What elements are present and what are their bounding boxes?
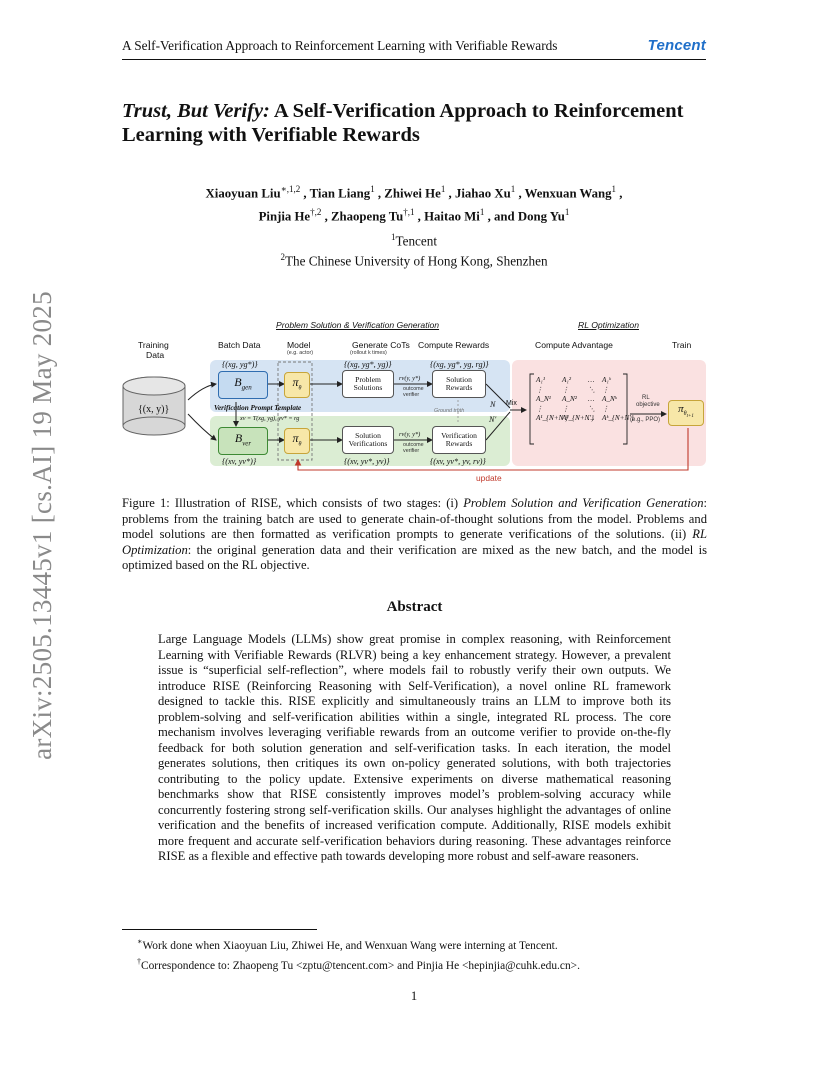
- n-prime-label: N′: [489, 415, 497, 424]
- paper-title: Trust, But Verify: A Self-Verification A…: [122, 99, 722, 147]
- author-name: Haitao Mi: [424, 209, 480, 224]
- outcome-verifier-ver: outcome: [403, 442, 424, 448]
- col-compute-advantage: Compute Advantage: [535, 340, 613, 350]
- author-name: Tian Liang: [309, 186, 371, 201]
- problem-solutions-box: Problem Solutions: [342, 370, 394, 398]
- running-head: A Self-Verification Approach to Reinforc…: [122, 37, 706, 54]
- stage1-title: Problem Solution & Verification Generati…: [276, 320, 440, 330]
- outcome-verifier-gen-2: verifier: [403, 392, 420, 398]
- solution-rewards-box: Solution Rewards: [432, 370, 486, 398]
- page-number: 1: [410, 989, 418, 1003]
- author-affil-mark: 1: [479, 207, 485, 218]
- col-training-data-2: Data: [146, 350, 165, 360]
- author-affil-mark: †,1: [403, 207, 415, 218]
- footnotes: ∗Work done when Xiaoyuan Liu, Zhiwei He,…: [137, 934, 707, 975]
- col-model: Model: [287, 340, 311, 350]
- figure-caption: Figure 1: Illustration of RISE, which co…: [122, 496, 707, 573]
- verifier-function-gen: rv(y, y*): [399, 375, 421, 382]
- author-name: Jiahao Xu: [454, 186, 511, 201]
- col-compute-rewards: Compute Rewards: [418, 340, 490, 350]
- batch-gen-set: {(xg, yg*)}: [222, 360, 258, 369]
- rl-objective-example: (e.g., PPO): [630, 417, 661, 423]
- ver-rewards-set: {(xv, yv*, yv, rv)}: [430, 457, 486, 466]
- policy-model-ver: πθ: [284, 428, 310, 454]
- batch-ver-set: {(xv, yv*)}: [222, 457, 257, 466]
- author-affil-mark: 1: [564, 207, 570, 218]
- gen-rewards-set: {(xg, yg*, yg, rg)}: [430, 360, 489, 369]
- author-name: Wenxuan Wang: [524, 186, 612, 201]
- author-line-2: Pinjia He†,2 , Zhaopeng Tu†,1 , Haitao M…: [258, 207, 570, 224]
- solution-verifications-box: Solution Verifications: [342, 426, 394, 454]
- rl-objective-label: RL: [642, 395, 650, 401]
- policy-model-gen: πθ: [284, 372, 310, 398]
- figure-1-rise-diagram: Problem Solution & Verification Generati…: [118, 318, 710, 490]
- col-batch-data: Batch Data: [218, 340, 261, 350]
- header-rule: [122, 59, 706, 61]
- footnote-1: ∗Work done when Xiaoyuan Liu, Zhiwei He,…: [137, 937, 558, 952]
- author-name: Xiaoyuan Liu: [205, 186, 281, 201]
- verification-prompt-formula: xv = T(xg, yg), yv* = rg: [240, 415, 300, 422]
- n-label: N: [490, 400, 496, 409]
- author-name: Zhiwei He: [384, 186, 441, 201]
- abstract-heading: Abstract: [386, 599, 443, 615]
- footnote-rule: [122, 929, 317, 930]
- mix-label: Mix: [506, 400, 517, 407]
- author-affil-mark: ∗,1,2: [280, 184, 301, 194]
- batch-ver-box: Bver: [218, 427, 268, 455]
- author-affil-mark: †,2: [310, 207, 322, 218]
- col-generate-cots: Generate CoTs: [352, 340, 410, 350]
- author-line-1: Xiaoyuan Liu∗,1,2 , Tian Liang1 , Zhiwei…: [205, 184, 623, 201]
- arxiv-identifier: arXiv:2505.13445v1 [cs.AI] 19 May 2025: [26, 290, 57, 760]
- abstract-body: Large Language Models (LLMs) show great …: [158, 632, 671, 863]
- author-name: Pinjia He: [258, 209, 311, 224]
- author-name: Zhaopeng Tu: [330, 209, 404, 224]
- rl-objective-label-2: objective: [636, 402, 660, 408]
- ground-truth-label: Ground truth: [434, 408, 465, 414]
- verification-rewards-box: Verification Rewards: [432, 426, 486, 454]
- col-training-data: Training: [138, 340, 169, 350]
- figure-connectors: [122, 361, 689, 471]
- author-affil-mark: 1: [440, 184, 446, 194]
- training-dataset-label: {(x, y)}: [138, 404, 170, 415]
- verification-prompt-template: Verification Prompt Template: [214, 404, 302, 412]
- col-train: Train: [672, 340, 692, 350]
- stage2-title: RL Optimization: [578, 320, 639, 330]
- author-affil-mark: 1: [370, 184, 375, 194]
- author-conjunction: and: [493, 209, 515, 224]
- affiliations: 1Tencent 2The Chinese University of Hong…: [140, 229, 688, 270]
- col-model-note: (e.g. actor): [287, 350, 314, 356]
- author-affil-mark: 1: [611, 184, 617, 194]
- author-name: Dong Yu: [517, 209, 565, 224]
- verifier-function-ver: rv(y, y*): [399, 431, 421, 438]
- title-main-part: A Self-Verification Approach to Reinforc…: [122, 100, 684, 146]
- batch-gen-box: Bgen: [218, 371, 268, 399]
- affiliation-1: 1Tencent: [390, 232, 438, 249]
- running-title: A Self-Verification Approach to Reinforc…: [122, 38, 558, 53]
- footnote-2: †Correspondence to: Zhaopeng Tu <zptu@te…: [137, 957, 580, 973]
- ver-cots-set: {(xv, yv*, yv)}: [344, 457, 390, 466]
- author-affil-mark: 1: [510, 184, 516, 194]
- title-italic-part: Trust, But Verify:: [122, 100, 270, 122]
- author-list: Xiaoyuan Liu∗,1,2 , Tian Liang1 , Zhiwei…: [140, 180, 688, 227]
- col-generate-note: (rollout k times): [350, 350, 387, 356]
- affiliation-2: 2The Chinese University of Hong Kong, Sh…: [280, 252, 548, 269]
- outcome-verifier-ver-2: verifier: [403, 448, 420, 454]
- gen-cots-set: {(xg, yg*, yg)}: [344, 360, 392, 369]
- arxiv-side-stamp: arXiv:2505.13445v1 [cs.AI] 19 May 2025: [20, 290, 64, 760]
- outcome-verifier-gen: outcome: [403, 386, 424, 392]
- tencent-logo: Tencent: [647, 37, 706, 54]
- updated-policy-model: πθt+1: [668, 400, 704, 426]
- update-label: update: [476, 473, 502, 483]
